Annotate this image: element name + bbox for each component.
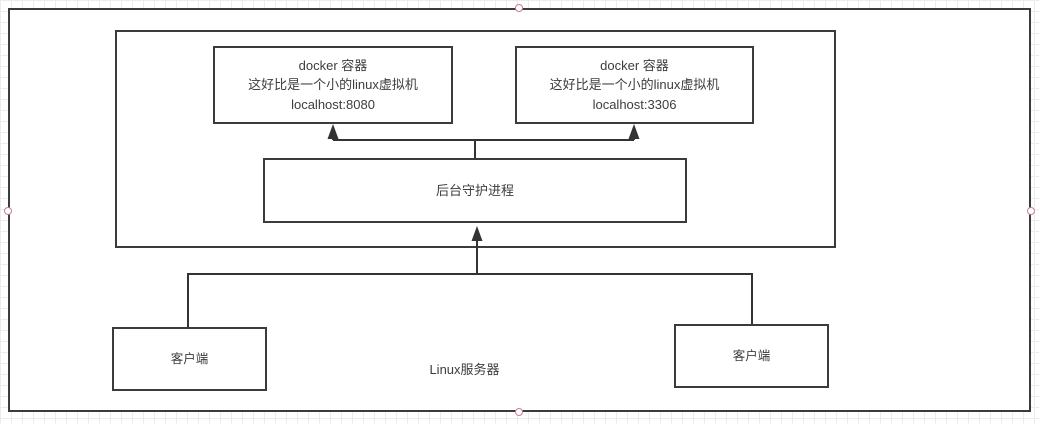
daemon-box[interactable]: 后台守护进程 xyxy=(263,158,687,223)
docker-container-title: docker 容器 xyxy=(600,57,669,73)
selection-handle-right[interactable] xyxy=(1027,207,1035,215)
selection-handle-left[interactable] xyxy=(4,207,12,215)
docker-container-address: localhost:8080 xyxy=(291,96,375,112)
client-box-left[interactable]: 客户端 xyxy=(112,327,267,391)
client-label: 客户端 xyxy=(170,351,209,366)
selection-handle-bottom[interactable] xyxy=(515,408,523,416)
docker-container-box-3306[interactable]: docker 容器 这好比是一个小的linux虚拟机 localhost:330… xyxy=(515,46,754,124)
docker-container-box-8080[interactable]: docker 容器 这好比是一个小的linux虚拟机 localhost:808… xyxy=(213,46,453,124)
selection-handle-top[interactable] xyxy=(515,4,523,12)
docker-container-address: localhost:3306 xyxy=(592,96,677,112)
linux-server-label: Linux服务器 xyxy=(429,362,500,377)
docker-container-title: docker 容器 xyxy=(298,57,368,73)
docker-host-group-rect[interactable] xyxy=(115,30,836,248)
daemon-label: 后台守护进程 xyxy=(435,182,514,198)
client-label: 客户端 xyxy=(732,348,771,363)
docker-container-subtitle: 这好比是一个小的linux虚拟机 xyxy=(549,77,720,93)
client-box-right[interactable]: 客户端 xyxy=(674,324,829,388)
docker-container-subtitle: 这好比是一个小的linux虚拟机 xyxy=(248,77,418,93)
